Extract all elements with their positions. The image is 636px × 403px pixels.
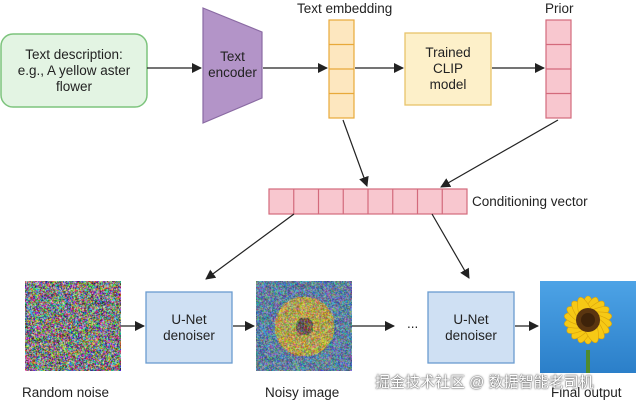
- text-encoder-shape: [202, 7, 263, 124]
- clip-model-box: [404, 32, 492, 106]
- random-noise-label: Random noise: [22, 385, 110, 400]
- text-description-box: [0, 33, 148, 108]
- noisy-image: [256, 281, 352, 371]
- text-description-label: Text description: e.g., A yellow aster f…: [17, 46, 131, 94]
- unet-denoiser-box-2: [427, 291, 515, 364]
- text-embedding-label: Text embedding: [297, 1, 393, 16]
- unet-denoiser-label-1: U-Net denoiser: [163, 311, 215, 343]
- watermark: 掘金技术社区 @ 数据智能老司机: [375, 374, 594, 391]
- text-encoder-label: Text encoder: [208, 49, 257, 80]
- final-output-label: Final output: [551, 385, 622, 400]
- conditioning-vector: [268, 188, 468, 215]
- clip-model-label: Trained CLIP model: [425, 45, 471, 92]
- text-embedding-vector: [328, 19, 355, 119]
- random-noise-image: [25, 281, 121, 371]
- arrow-icon: [205, 213, 295, 280]
- prior-vector: [545, 19, 572, 119]
- unet-denoiser-box-1: [145, 291, 233, 364]
- arrow-icon: [431, 213, 470, 279]
- final-output-image: [540, 281, 636, 373]
- ellipsis-label: ...: [407, 316, 419, 331]
- prior-label: Prior: [545, 1, 574, 16]
- arrow-icon: [440, 119, 559, 188]
- arrow-icon: [342, 119, 369, 187]
- unet-denoiser-label-2: U-Net denoiser: [445, 311, 497, 343]
- conditioning-vector-label: Conditioning vector: [472, 194, 588, 209]
- noisy-image-label: Noisy image: [265, 385, 340, 400]
